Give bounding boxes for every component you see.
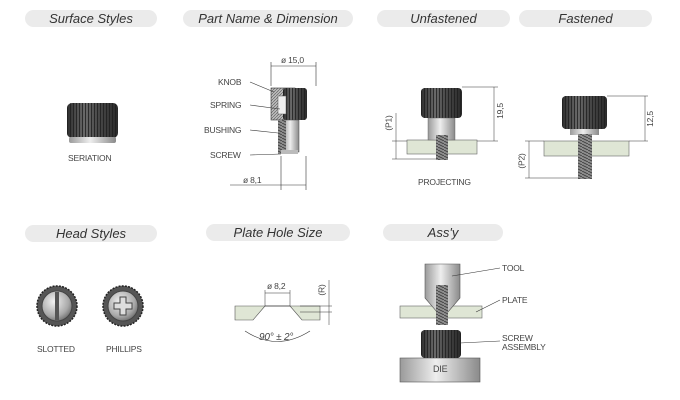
title-surface-styles: Surface Styles <box>25 10 157 27</box>
seriation-knob-icon <box>67 103 118 143</box>
dim-r: (R) <box>316 284 327 296</box>
label-screw: SCREW <box>210 150 241 160</box>
part-cross-section-icon <box>230 62 317 190</box>
slotted-head-icon <box>36 285 78 327</box>
label-tool: TOOL <box>502 263 525 273</box>
label-spring: SPRING <box>210 100 242 110</box>
title-plate-hole-size: Plate Hole Size <box>206 224 350 241</box>
dim-diameter-15: ø 15,0 <box>281 55 304 65</box>
title-unfastened: Unfastened <box>377 10 510 27</box>
title-head-styles: Head Styles <box>25 225 157 242</box>
fastened-screw-icon <box>525 95 648 179</box>
caption-projecting: PROJECTING <box>418 177 471 187</box>
label-screw-assy-2: ASSEMBLY <box>502 342 546 352</box>
label-knob: KNOB <box>218 77 242 87</box>
plate-hole-icon <box>234 280 332 342</box>
dim-p1: (P1) <box>383 115 394 131</box>
dim-height-12-5: 12,5 <box>644 111 655 127</box>
caption-slotted: SLOTTED <box>37 344 75 354</box>
title-assy: Ass'y <box>383 224 503 241</box>
dim-diameter-8-1: ø 8,1 <box>243 175 262 185</box>
caption-phillips: PHILLIPS <box>106 344 142 354</box>
phillips-head-icon <box>102 285 144 327</box>
dim-p2: (P2) <box>516 153 527 169</box>
title-fastened: Fastened <box>519 10 652 27</box>
dim-height-19-5: 19,5 <box>494 103 505 119</box>
dim-angle: 90° ± 2° <box>259 332 294 343</box>
caption-seriation: SERIATION <box>68 153 112 163</box>
label-bushing: BUSHING <box>204 125 242 135</box>
label-die: DIE <box>433 364 448 374</box>
unfastened-screw-icon <box>392 86 498 160</box>
label-plate: PLATE <box>502 295 528 305</box>
dim-hole-8-2: ø 8,2 <box>267 281 286 291</box>
title-part-name-dimension: Part Name & Dimension <box>183 10 353 27</box>
label-screw-assy-1: SCREW <box>502 333 533 343</box>
assembly-icon <box>399 263 501 383</box>
